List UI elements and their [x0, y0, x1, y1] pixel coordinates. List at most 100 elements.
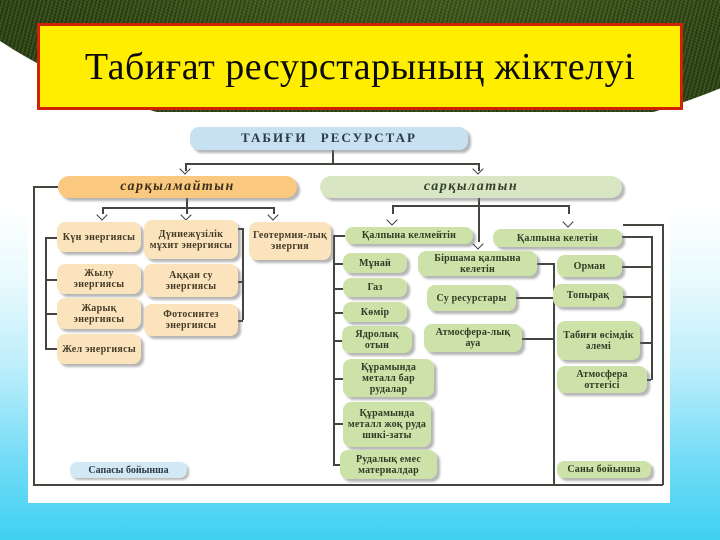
connector-line — [333, 378, 343, 380]
connector-line — [522, 338, 553, 340]
connector-line — [568, 205, 570, 214]
node-heat-energy: Жылу энергиясы — [57, 264, 141, 294]
node-renewable: Қалпына келетін — [493, 229, 622, 247]
connector-line — [45, 237, 47, 349]
connector-line — [647, 379, 651, 381]
connector-line — [45, 313, 57, 315]
node-non-renewable: Қалпына келмейтін — [345, 227, 473, 244]
node-label: Аққан су энергиясы — [165, 269, 217, 292]
connector-line — [333, 340, 343, 342]
node-label: Рудалық емес материалдар — [356, 453, 421, 476]
connector-line — [553, 263, 555, 485]
connector-line — [185, 163, 187, 171]
connector-line — [186, 198, 188, 207]
node-soil: Топырақ — [553, 284, 623, 307]
connector-line — [333, 235, 335, 465]
node-label: Қалпына келетін — [516, 232, 599, 244]
connector-line — [102, 207, 104, 214]
connector-line — [45, 237, 57, 239]
node-atmospheric-oxygen: Атмосфера оттегісі — [557, 366, 647, 393]
connector-line — [622, 236, 651, 238]
connector-line — [185, 163, 479, 165]
connector-line — [332, 150, 334, 163]
node-non-metal-ores: Құрамында металл жоқ руда шикі-заты — [343, 402, 431, 447]
connector-line — [33, 484, 663, 486]
connector-line — [45, 279, 57, 281]
node-label: Мұнай — [359, 257, 391, 269]
node-label: Көмір — [360, 306, 390, 318]
connector-line — [651, 236, 653, 380]
connector-line — [33, 186, 35, 485]
node-label: Атмосфера-лық ауа — [435, 327, 511, 349]
node-label: Жарық энергиясы — [73, 302, 125, 325]
node-metal-ores: Құрамында металл бар рудалар — [343, 359, 434, 397]
node-non-ore-materials: Рудалық емес материалдар — [340, 450, 437, 479]
connector-line — [333, 312, 343, 314]
node-label: Геотермия-лық энергия — [252, 230, 328, 252]
connector-line — [186, 207, 188, 214]
node-label: Біршама қалпына келетін — [434, 252, 521, 275]
slide-title: Табиғат ресурстарының жіктелуі — [84, 45, 636, 88]
node-label: Құрамында металл бар рудалар — [360, 361, 417, 395]
connector-line — [623, 224, 662, 226]
connector-line — [516, 297, 553, 299]
connector-line — [102, 207, 274, 209]
node-sun-energy: Күн энергиясы — [57, 222, 141, 252]
node-label: Күн энергиясы — [62, 231, 136, 243]
node-label: сарқылатын — [423, 179, 519, 195]
connector-line — [242, 228, 244, 320]
node-partly-renewable: Біршама қалпына келетін — [418, 251, 537, 276]
node-gas: Газ — [343, 278, 407, 297]
tag-label: Сапасы бойынша — [88, 464, 169, 476]
node-label: Фотосинтез энергиясы — [163, 309, 219, 331]
connector-line — [537, 263, 553, 265]
connector-line — [273, 207, 275, 214]
connector-line — [333, 288, 343, 290]
node-exhaustible: сарқылатын — [320, 176, 622, 198]
connector-line — [622, 266, 651, 268]
tag-by-quantity: Саны бойынша — [557, 461, 651, 478]
connector-line — [478, 163, 480, 171]
node-ocean-energy: Дүниежүзілік мұхит энергиясы — [144, 220, 238, 259]
node-flowing-water-energy: Аққан су энергиясы — [144, 264, 238, 297]
node-label: Су ресурстары — [436, 292, 507, 304]
node-label: Жел энергиясы — [62, 343, 136, 355]
node-label: Атмосфера оттегісі — [576, 368, 628, 391]
node-photosynthesis-energy: Фотосинтез энергиясы — [144, 304, 238, 336]
node-plant-world: Табиғи өсімдік әлемі — [557, 321, 640, 360]
node-nuclear-fuel: Ядролық отын — [342, 326, 412, 353]
node-label: Газ — [367, 282, 383, 293]
node-light-energy: Жарық энергиясы — [57, 298, 141, 329]
connector-line — [392, 205, 394, 214]
node-coal: Көмір — [343, 302, 407, 322]
connector-line — [236, 320, 243, 322]
node-label: Орман — [573, 260, 606, 272]
node-oil: Мұнай — [343, 253, 407, 273]
node-geothermal-energy: Геотермия-лық энергия — [249, 222, 331, 260]
node-label: Ядролық отын — [355, 328, 399, 351]
node-label: Қалпына келмейтін — [361, 230, 457, 241]
node-label: Табиғи өсімдік әлемі — [563, 329, 634, 352]
connector-line — [623, 296, 651, 298]
node-wind-energy: Жел энергиясы — [57, 334, 141, 364]
tag-by-quality: Сапасы бойынша — [70, 462, 187, 478]
connector-line — [33, 186, 58, 188]
node-label: Топырақ — [566, 290, 610, 301]
connector-line — [333, 263, 343, 265]
connector-line — [392, 205, 568, 207]
node-label: сарқылмайтын — [120, 179, 235, 195]
connector-line — [478, 198, 480, 242]
connector-line — [333, 235, 345, 237]
node-label: Дүниежүзілік мұхит энергиясы — [149, 228, 233, 251]
node-label: Құрамында металл жоқ руда шикі-заты — [347, 408, 427, 441]
connector-line — [45, 348, 57, 350]
node-inexhaustible: сарқылмайтын — [58, 176, 297, 198]
connector-line — [237, 281, 243, 283]
tag-label: Саны бойынша — [567, 464, 641, 475]
connector-line — [640, 342, 651, 344]
connector-line — [333, 423, 343, 425]
node-atmospheric-air: Атмосфера-лық ауа — [424, 324, 522, 352]
node-label: Жылу энергиясы — [73, 268, 125, 290]
node-label: ТАБИҒИ РЕСУРСТАР — [241, 130, 417, 146]
